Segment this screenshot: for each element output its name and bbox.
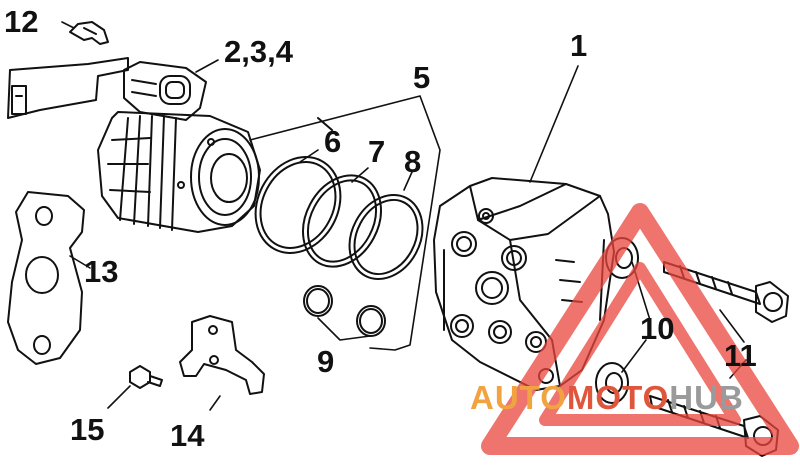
part-9-small-ring	[303, 285, 333, 317]
part-9-small-ring	[356, 305, 386, 337]
part-15-screw	[129, 365, 163, 389]
callout-5: 5	[413, 60, 431, 95]
callout-11: 11	[724, 338, 757, 373]
callout-14: 14	[170, 418, 205, 453]
watermark-text: AUTOMOTOHUB	[470, 381, 744, 414]
kit-5-outline	[249, 95, 441, 351]
watermark-part-moto: MOTO	[566, 379, 670, 416]
callout-6: 6	[324, 124, 342, 159]
part-7-o-ring	[302, 174, 382, 268]
callout-10: 10	[640, 311, 675, 346]
callout-2-3-4: 2,3,4	[224, 34, 293, 69]
part-13-gasket	[7, 191, 85, 365]
watermark-part-auto: AUTO	[470, 379, 567, 416]
part-10-washer	[595, 362, 629, 404]
part-12-clip	[69, 21, 109, 45]
watermark-part-hub: HUB	[669, 379, 744, 416]
part-14-bracket	[179, 315, 265, 395]
callout-1: 1	[570, 28, 588, 63]
part-8-o-ring	[348, 193, 424, 281]
callout-12: 12	[4, 4, 39, 39]
part-2-3-4-solenoid	[7, 57, 261, 233]
callout-7: 7	[368, 134, 386, 169]
part-6-o-ring	[254, 156, 342, 254]
callout-8: 8	[404, 144, 422, 179]
callout-9: 9	[317, 344, 335, 379]
callout-15: 15	[70, 412, 105, 447]
callout-13: 13	[84, 254, 119, 289]
watermark-logo-triangle	[481, 203, 799, 455]
